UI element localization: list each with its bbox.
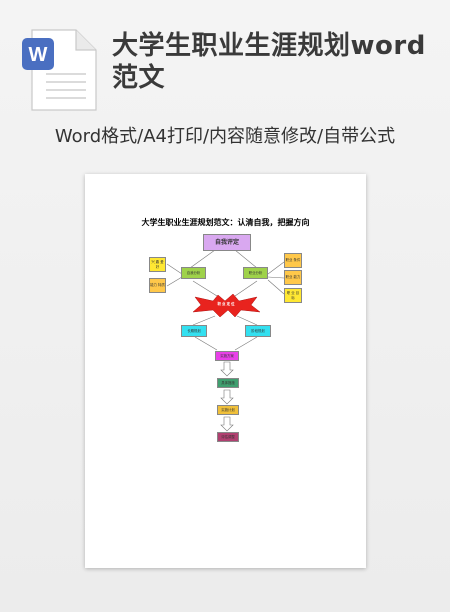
step-4-box: 评估调整 xyxy=(217,432,239,442)
page-title: 大学生职业生涯规划word范文 xyxy=(112,31,426,93)
word-badge-letter: W xyxy=(29,44,48,66)
step-3-box: 实施计划 xyxy=(217,405,239,415)
career-goal-box: 职 业 目 标 xyxy=(284,288,302,303)
career-analysis-box: 职业分析 xyxy=(243,267,268,279)
word-document-icon: W xyxy=(18,28,98,112)
interest-hobby-box: 兴 趣 爱 好 xyxy=(149,257,166,272)
ability-traits-box: 能力 特质 xyxy=(149,278,166,293)
plan-left-box: 长期规划 xyxy=(181,325,207,337)
career-ability-box: 职业 能力 xyxy=(284,270,302,285)
self-analysis-box: 自我分析 xyxy=(181,267,206,279)
page-subtitle: Word格式/A4打印/内容随意修改/自带公式 xyxy=(54,126,396,147)
document-title: 大学生职业生涯规划范文：认清自我，把握方向 xyxy=(141,217,310,227)
step-2-box: 具体措施 xyxy=(217,378,239,388)
career-conditions-box: 职业 条件 xyxy=(284,253,302,268)
plan-right-box: 阶段规划 xyxy=(245,325,271,337)
step-1-box: 实施方案 xyxy=(215,351,239,361)
positioning-banner: 职 业 定 位 xyxy=(217,302,235,307)
flowchart-connectors xyxy=(166,249,285,432)
self-evaluation-box: 自我评定 xyxy=(203,234,251,251)
document-preview[interactable]: 大学生职业生涯规划范文：认清自我，把握方向 自我评定 自我分析 职业分析 兴 趣… xyxy=(85,174,366,568)
